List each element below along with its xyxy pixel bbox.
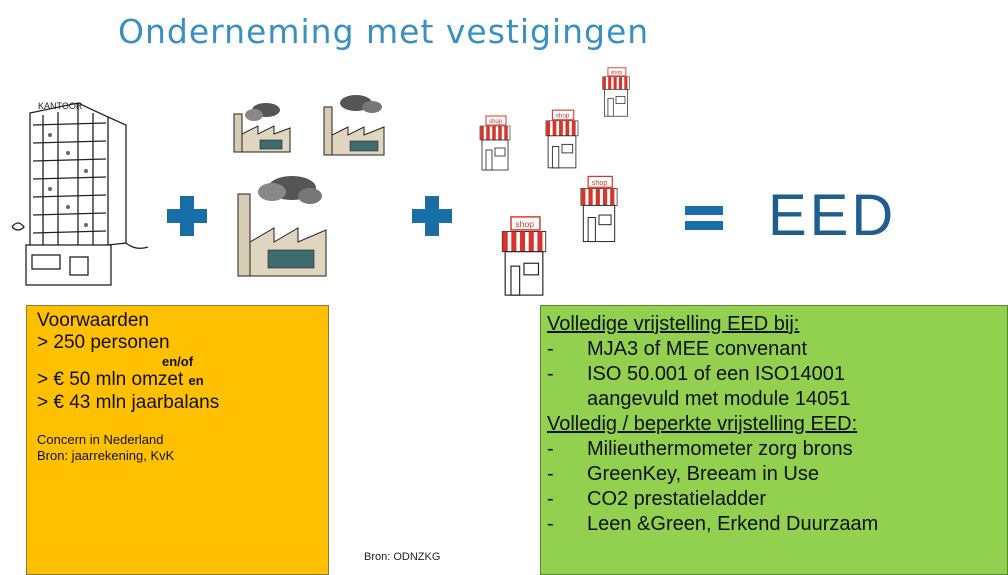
conditions-box: Voorwaarden > 250 personen en/of > € 50 …	[26, 305, 329, 575]
source-label: Bron: ODNZKG	[364, 551, 441, 563]
list-item: -CO2 prestatieladder	[547, 488, 766, 510]
shop-icon: shop	[580, 175, 618, 243]
list-item-continuation: aangevuld met module 14051	[587, 388, 851, 410]
shop-icon: shop	[501, 216, 547, 296]
svg-text:shop: shop	[556, 113, 570, 120]
condition-line: > € 50 mln omzet en	[37, 369, 204, 390]
list-item: -Leen &Green, Erkend Duurzaam	[547, 513, 879, 535]
list-item: -MJA3 of MEE convenant	[547, 338, 808, 360]
shop-icon: shop	[479, 115, 511, 171]
shop-icon: shop	[602, 67, 630, 117]
office-sign: KANTOOR	[38, 101, 83, 111]
svg-text:shop: shop	[592, 178, 608, 187]
exemptions-full-heading: Volledige vrijstelling EED bij:	[547, 313, 800, 335]
svg-text:shop: shop	[611, 70, 623, 76]
condition-line: > € 43 mln jaarbalans	[37, 392, 220, 413]
list-item: -Milieuthermometer zorg brons	[547, 438, 853, 460]
factory-icon	[323, 95, 385, 156]
slide-title: Onderneming met vestigingen	[118, 12, 650, 51]
plus-icon	[167, 196, 207, 236]
plus-icon	[412, 196, 452, 236]
conditions-note: Concern in Nederland Bron: jaarrekening,…	[37, 432, 175, 463]
list-item: -GreenKey, Breeam in Use	[547, 463, 819, 485]
exemptions-partial-heading: Volledig / beperkte vrijstelling EED:	[547, 413, 858, 435]
svg-text:shop: shop	[489, 119, 503, 125]
factory-icon	[233, 103, 291, 153]
equals-icon	[685, 206, 723, 230]
condition-line: > 250 personen	[37, 332, 170, 353]
factory-icon	[237, 176, 327, 277]
list-item: -ISO 50.001 of een ISO14001	[547, 363, 845, 385]
conditions-connector: en/of	[161, 354, 194, 369]
office-building-icon: KANTOOR	[11, 101, 149, 286]
result-label: EED	[768, 183, 897, 248]
exemptions-box: Volledige vrijstelling EED bij: -MJA3 of…	[540, 305, 1008, 575]
shop-icon: shop	[545, 109, 579, 169]
svg-text:shop: shop	[515, 219, 534, 229]
conditions-heading: Voorwaarden	[37, 310, 149, 331]
